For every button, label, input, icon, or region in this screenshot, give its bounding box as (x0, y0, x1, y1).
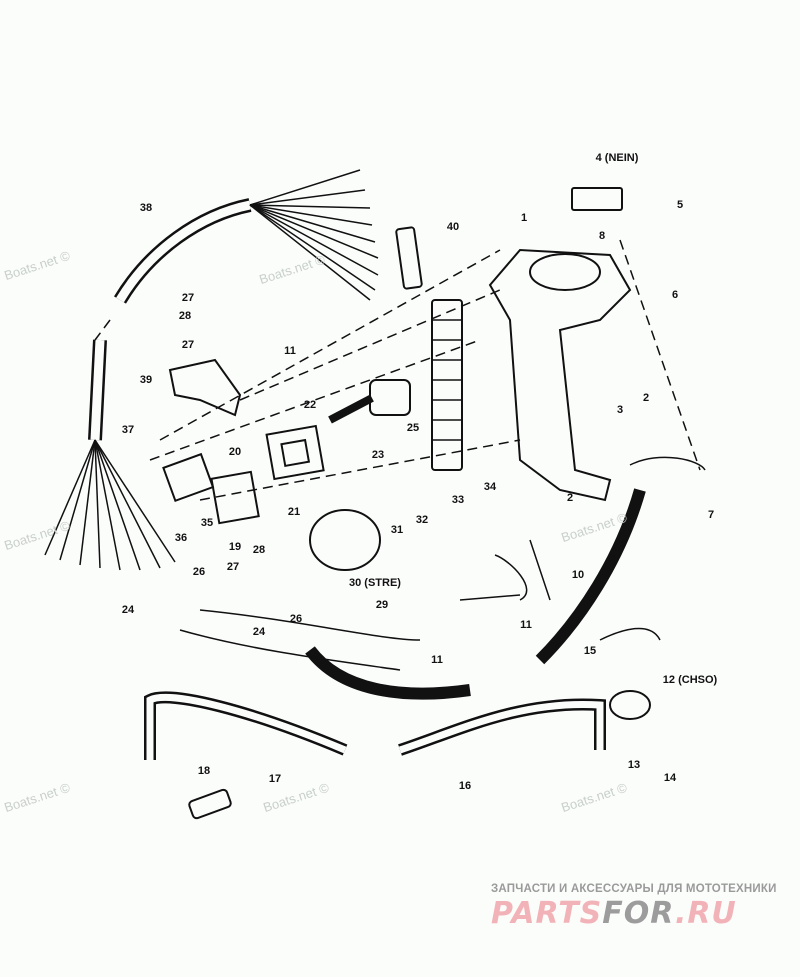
callout-label: 29 (375, 599, 389, 611)
callout-label: 38 (139, 202, 153, 214)
callout-label: 21 (287, 506, 301, 518)
breaker-36 (162, 452, 215, 503)
callout-label: 27 (181, 292, 195, 304)
callout-label: 2 (566, 492, 574, 504)
callout-label: 4 (NEIN) (595, 152, 639, 164)
plate-19 (210, 470, 260, 525)
callout-label: 27 (226, 561, 240, 573)
callout-label: 35 (200, 517, 214, 529)
callout-label: 9 (608, 553, 616, 565)
bracket-39 (168, 358, 242, 417)
callout-label: 13 (627, 759, 641, 771)
callout-label: 34 (483, 481, 497, 493)
callout-label: 17 (268, 773, 282, 785)
callout-label: 5 (676, 199, 684, 211)
harness-11-right (535, 488, 646, 665)
callout-label: 27 (181, 339, 195, 351)
callout-label: 8 (598, 230, 606, 242)
cable-left (144, 691, 348, 760)
callout-label: 2 (642, 392, 650, 404)
callout-label: 11 (431, 654, 443, 666)
harness-38-wires (249, 169, 379, 301)
callout-label: 26 (192, 566, 206, 578)
callout-label: 23 (371, 449, 385, 461)
callout-label: 16 (458, 780, 472, 792)
solenoid-30 (309, 509, 381, 571)
callout-label: 32 (415, 514, 429, 526)
logo-part-2: FOR (602, 896, 675, 931)
callout-label: 10 (571, 569, 585, 581)
harness-38 (113, 198, 252, 304)
part-40 (395, 226, 423, 290)
callout-label: 15 (583, 645, 597, 657)
ignition-switch-23 (369, 379, 411, 416)
callout-label: 24 (121, 604, 135, 616)
harness-11-lower (305, 646, 471, 700)
callout-label: 11 (284, 345, 296, 357)
callout-label: 14 (663, 772, 677, 784)
callout-label: 11 (520, 619, 532, 631)
logo-part-1: PARTS (491, 896, 603, 931)
callout-label: 28 (252, 544, 266, 556)
callout-label: 3 (616, 404, 624, 416)
callout-label: 20 (228, 446, 242, 458)
callout-label: 28 (178, 310, 192, 322)
bracket-1 (488, 248, 632, 502)
brand-tagline: ЗАПЧАСТИ И АКСЕССУАРЫ ДЛЯ МОТОТЕХНИКИ (491, 883, 777, 895)
callout-label: 6 (671, 289, 679, 301)
callout-label: 19 (228, 541, 242, 553)
cable-16 (398, 698, 606, 756)
callout-label: 36 (174, 532, 188, 544)
callout-label: 1 (520, 212, 528, 224)
logo-part-3: .RU (674, 896, 737, 931)
plate-21 (265, 424, 325, 481)
callout-label: 40 (446, 221, 460, 233)
callout-label: 12 (CHSO) (662, 674, 718, 686)
callout-label: 26 (289, 613, 303, 625)
part-18 (188, 788, 232, 820)
callout-label: 18 (197, 765, 211, 777)
callout-label: 25 (406, 422, 420, 434)
callout-label: 31 (390, 524, 404, 536)
callout-label: 22 (303, 399, 317, 411)
brand-logo[interactable]: PARTSFOR.RU (491, 896, 737, 931)
callout-label: 39 (139, 374, 153, 386)
callout-label: 33 (451, 494, 465, 506)
part-4 (571, 187, 623, 211)
part-12 (609, 690, 651, 720)
callout-label: 24 (252, 626, 266, 638)
callout-label: 37 (121, 424, 135, 436)
callout-label: 30 (STRE) (349, 577, 401, 589)
terminal-block-33 (431, 299, 463, 471)
callout-label: 7 (707, 509, 715, 521)
